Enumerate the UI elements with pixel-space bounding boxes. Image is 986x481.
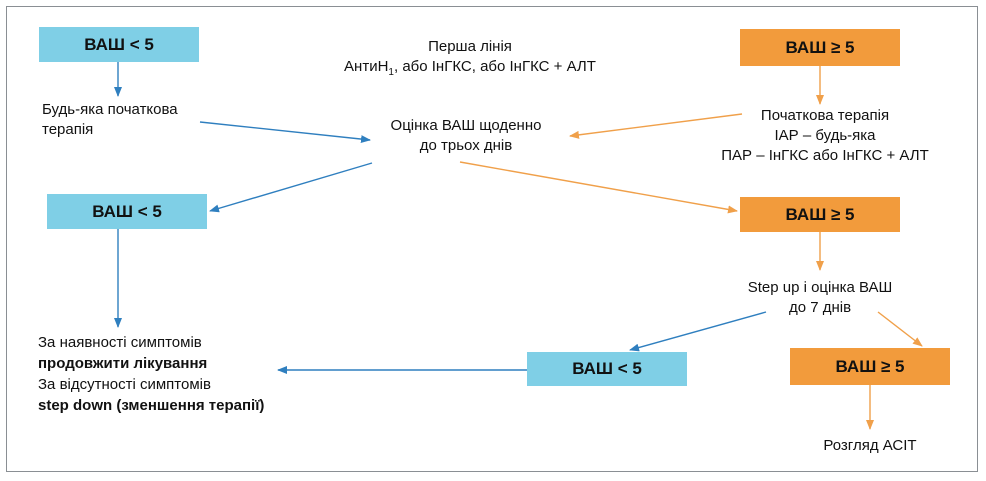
first-line-subscript: 1 (388, 67, 394, 78)
outcome-line4: step down (зменшення терапії) (38, 397, 265, 414)
any-initial-line1: Будь-яка початкова (42, 101, 178, 118)
arrow-stepup-to-ge5 (877, 311, 923, 347)
diagram-frame (6, 6, 978, 472)
arrow-any-to-assess (199, 121, 371, 144)
assess-daily-line2: до трьох днів (419, 137, 513, 154)
vas-ge5-bottom-label: ВАШ ≥ 5 (835, 356, 905, 376)
ait-text: Розгляд АСІТ (823, 437, 917, 454)
vas-lt5-bottom-label: ВАШ < 5 (572, 359, 642, 378)
any-initial-therapy: Будь-яка початкова терапія (42, 100, 212, 140)
outcome-line1: За наявності симптомів (38, 334, 202, 351)
vas-ge5-top-label: ВАШ ≥ 5 (785, 37, 855, 57)
outcome-block: За наявності симптомів продовжити лікува… (38, 332, 338, 416)
first-line-options: АнтиН1, або ІнГКС, або ІнГКС + АЛТ (300, 57, 640, 83)
step-up: Step up і оцінка ВАШ до 7 днів (720, 278, 920, 318)
initial-therapy-line1: Початкова терапія (760, 107, 890, 124)
step-up-line2: до 7 днів (788, 299, 852, 316)
initial-therapy-line3: ПАР – ІнГКС або ІнГКС + АЛТ (721, 147, 929, 164)
assess-daily-line1: Оцінка ВАШ щоденно (390, 117, 542, 134)
vas-ge5-mid-box: ВАШ ≥ 5 (740, 197, 900, 232)
vas-lt5-top-label: ВАШ < 5 (84, 34, 154, 54)
assess-daily: Оцінка ВАШ щоденно до трьох днів (366, 116, 566, 156)
vas-ge5-mid-label: ВАШ ≥ 5 (785, 204, 855, 224)
first-line-block: Перша лінія АнтиН1, або ІнГКС, або ІнГКС… (300, 37, 640, 83)
arrow-stepup-to-lt5 (629, 311, 767, 352)
vas-lt5-bottom-box: ВАШ < 5 (527, 352, 687, 386)
outcome-line3: За відсутності симптомів (38, 376, 211, 393)
initial-therapy-line2: ІАР – будь-яка (774, 127, 876, 144)
vas-lt5-top-box: ВАШ < 5 (39, 27, 199, 62)
initial-therapy: Початкова терапія ІАР – будь-яка ПАР – І… (690, 106, 960, 166)
any-initial-line2: терапія (42, 121, 94, 138)
first-line-title: Перша лінія (428, 38, 512, 55)
vas-ge5-top-box: ВАШ ≥ 5 (740, 29, 900, 66)
vas-lt5-mid-label: ВАШ < 5 (92, 201, 162, 221)
step-up-line1: Step up і оцінка ВАШ (747, 279, 893, 296)
arrow-assess-to-ge5 (459, 161, 738, 214)
arrow-initial-to-assess (569, 113, 743, 139)
vas-ge5-bottom-box: ВАШ ≥ 5 (790, 348, 950, 385)
arrow-assess-to-lt5 (209, 162, 373, 213)
vas-lt5-mid-box: ВАШ < 5 (47, 194, 207, 229)
first-line-rest: , або ІнГКС, або ІнГКС + АЛТ (393, 58, 596, 75)
outcome-line2: продовжити лікування (38, 355, 208, 372)
first-line-anti-h: АнтиН (344, 58, 389, 75)
